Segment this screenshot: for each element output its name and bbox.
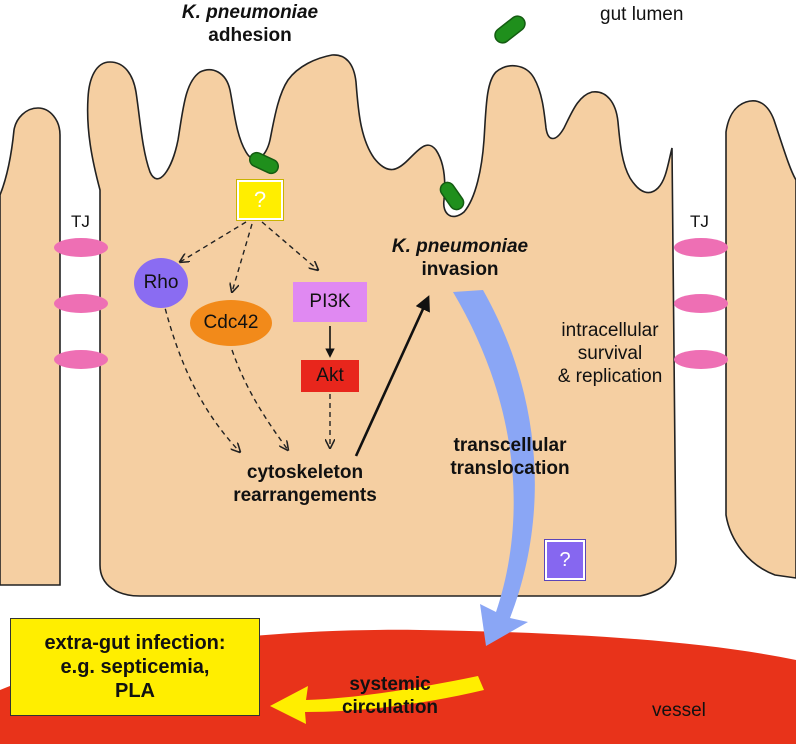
invasion-label: K. pneumoniae invasion bbox=[385, 236, 535, 282]
survival-label: intracellular survival & replication bbox=[530, 320, 690, 388]
tight-junction-left-1 bbox=[54, 238, 108, 257]
translocation-line2: translocation bbox=[450, 457, 570, 479]
tight-junction-right-1 bbox=[674, 238, 728, 257]
gut-lumen-label: gut lumen bbox=[600, 4, 684, 25]
arrow-cytoskeleton-to-invasion bbox=[354, 295, 430, 457]
cytoskeleton-line1: cytoskeleton bbox=[246, 462, 364, 483]
adhesion-species: K. pneumoniae bbox=[181, 2, 319, 23]
systemic-circulation-arrow bbox=[270, 676, 484, 724]
tj-label-right: TJ bbox=[690, 212, 709, 231]
bacterium-icon bbox=[248, 151, 280, 175]
invasion-species: K. pneumoniae bbox=[391, 236, 529, 257]
circulation-line2: circulation bbox=[341, 696, 439, 718]
right-epithelial-cell bbox=[725, 100, 796, 579]
cytoskeleton-label: cytoskeleton rearrangements bbox=[210, 462, 400, 508]
extra-gut-infection-box: extra-gut infection: e.g. septicemia, PL… bbox=[10, 618, 260, 716]
infection-line2: e.g. septicemia, bbox=[60, 656, 210, 678]
arrow-receptor-to-cdc42 bbox=[232, 223, 253, 292]
left-epithelial-cell bbox=[0, 107, 61, 586]
arrow-rho-to-cytoskeleton bbox=[162, 299, 240, 452]
translocation-arrow bbox=[453, 290, 535, 646]
cdc42-node: Cdc42 bbox=[190, 300, 272, 346]
adhesion-word: adhesion bbox=[208, 24, 292, 46]
tight-junction-left-3 bbox=[54, 350, 108, 369]
akt-node: Akt bbox=[301, 360, 359, 392]
unknown-receptor-box: ? bbox=[237, 180, 283, 220]
survival-line1: intracellular bbox=[561, 320, 659, 341]
infection-line1: extra-gut infection: bbox=[44, 632, 226, 654]
circulation-line1: systemic bbox=[349, 674, 431, 695]
tight-junction-right-2 bbox=[674, 294, 728, 313]
bacterium-icon bbox=[439, 181, 465, 211]
unknown-mechanism-box: ? bbox=[545, 540, 585, 580]
invasion-word: invasion bbox=[421, 258, 499, 280]
bacterium-icon bbox=[494, 15, 526, 44]
question-mark-icon: ? bbox=[559, 548, 571, 571]
pi3k-node: PI3K bbox=[293, 282, 367, 322]
survival-line3: & replication bbox=[557, 365, 663, 387]
arrow-cdc42-to-cytoskeleton bbox=[231, 349, 288, 450]
question-mark-icon: ? bbox=[253, 187, 267, 212]
signaling-arrows bbox=[162, 221, 330, 452]
tj-label-left: TJ bbox=[71, 212, 90, 231]
tight-junction-right-3 bbox=[674, 350, 728, 369]
infection-line3: PLA bbox=[115, 680, 155, 702]
cytoskeleton-line2: rearrangements bbox=[233, 484, 377, 506]
survival-line2: survival bbox=[577, 342, 643, 364]
adhesion-label: K. pneumoniae adhesion bbox=[150, 2, 350, 48]
arrow-receptor-to-rho bbox=[180, 221, 247, 262]
arrow-receptor-to-pi3k bbox=[261, 221, 318, 270]
circulation-label: systemic circulation bbox=[310, 674, 470, 720]
rho-node: Rho bbox=[134, 258, 188, 308]
translocation-label: transcellular translocation bbox=[420, 435, 600, 481]
vessel-label: vessel bbox=[652, 700, 706, 721]
translocation-line1: transcellular bbox=[453, 435, 567, 456]
tight-junction-left-2 bbox=[54, 294, 108, 313]
